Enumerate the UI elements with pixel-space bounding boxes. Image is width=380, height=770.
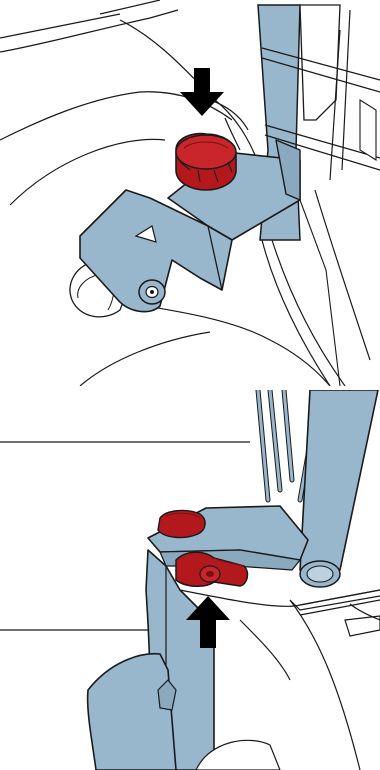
frame-tube: [299, 390, 379, 588]
panel-top-step: [0, 0, 380, 386]
arrow-up-icon: [186, 596, 230, 648]
clamp-knob-icon: [175, 132, 237, 191]
top-illustration: [0, 0, 380, 386]
clamp-knob-icon: [157, 509, 206, 539]
bottom-surface: [179, 589, 380, 637]
wing-nut-icon: [175, 551, 249, 587]
bottom-illustration: [0, 390, 380, 770]
bracket-clamp-bottom: [86, 505, 309, 770]
arrow-down-icon: [180, 68, 224, 116]
panel-bottom-step: [0, 390, 380, 770]
